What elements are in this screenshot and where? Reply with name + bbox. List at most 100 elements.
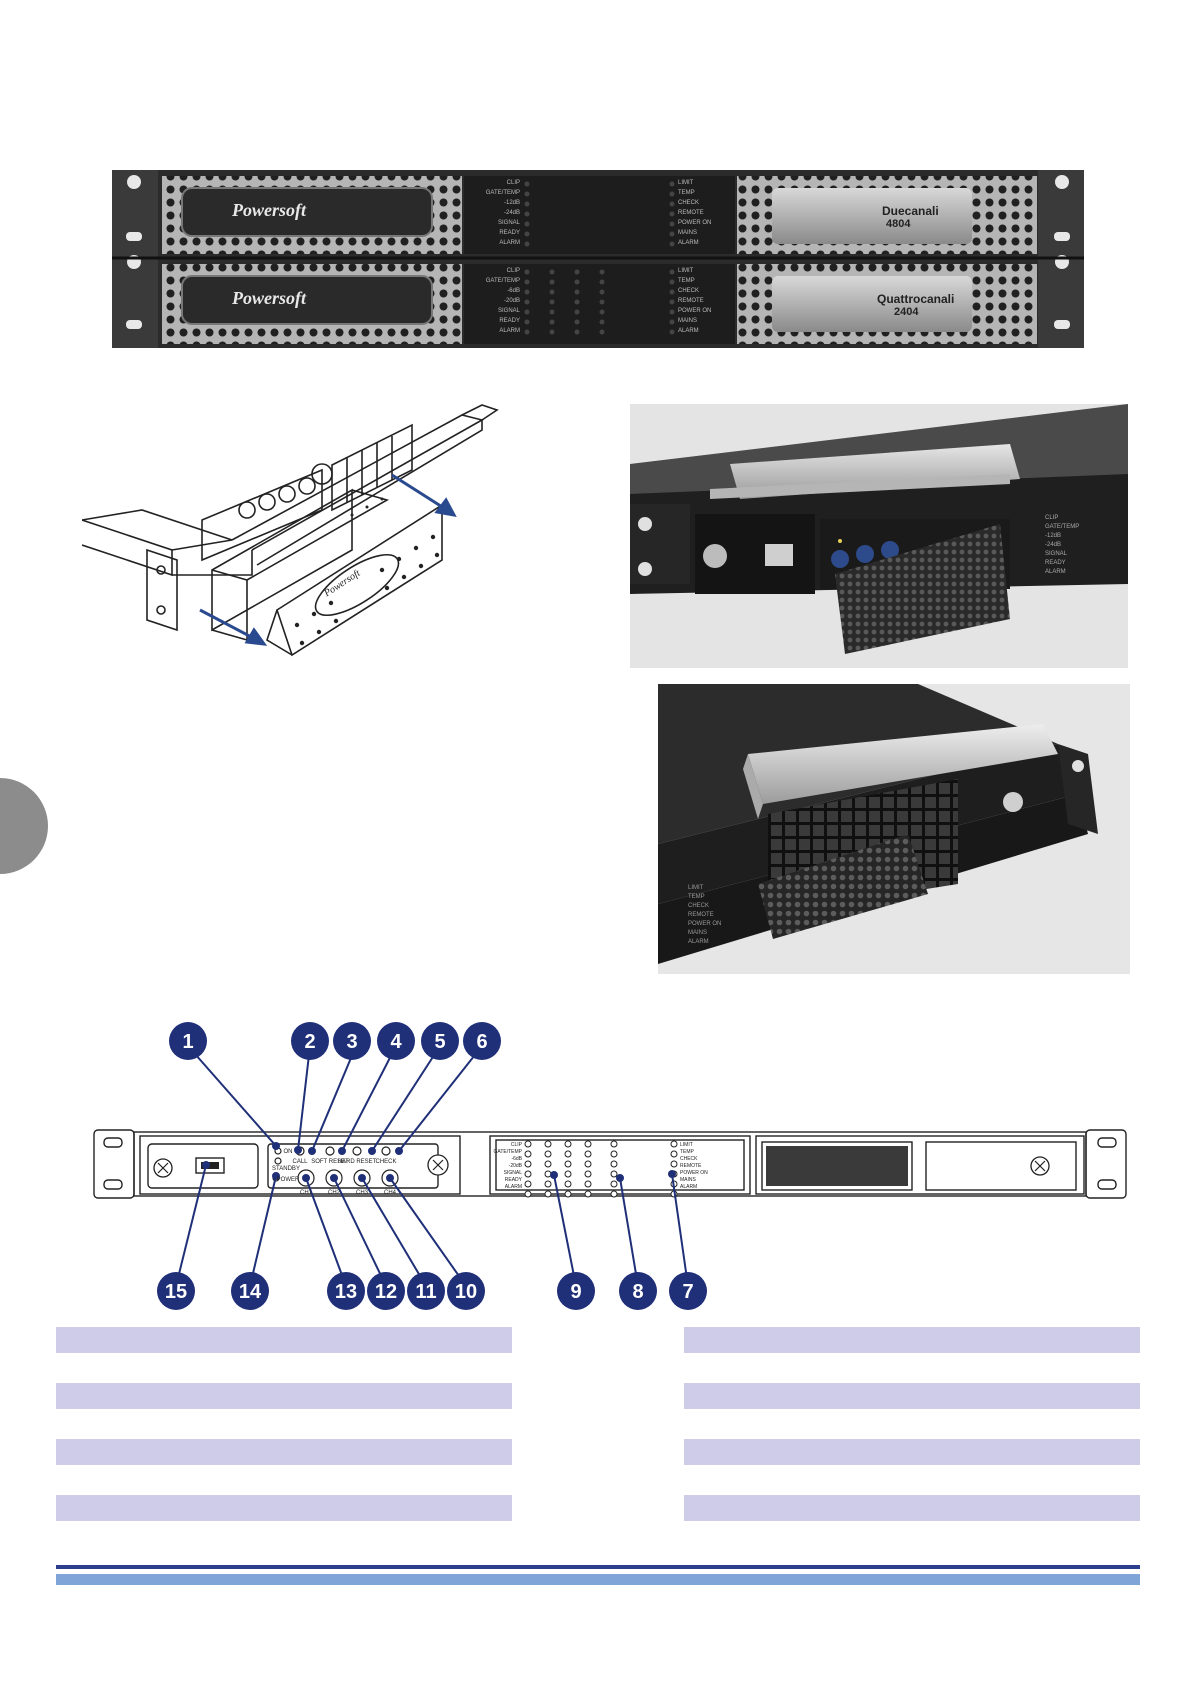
callout-6: 6 [476, 1031, 487, 1053]
led-label: LIMIT [680, 1142, 693, 1148]
bottom-unit-model-name: Quattrocanali [877, 292, 955, 306]
legend-band-left-2 [56, 1383, 512, 1409]
callout-8: 8 [632, 1281, 643, 1303]
top-unit-left-led-labels: CLIP GATE/TEMP -12dB -24dB SIGNAL READY … [472, 178, 520, 248]
callout-10: 10 [455, 1281, 477, 1303]
front-panel-svg: 1 2 3 4 5 6 15 14 13 12 11 10 9 8 7 ON S… [93, 1022, 1127, 1310]
led-label: TEMP [678, 190, 695, 196]
callout-3: 3 [346, 1031, 357, 1053]
led-label: TEMP [688, 894, 705, 900]
led-label: MAINS [678, 318, 698, 324]
legend-band-left-4 [56, 1495, 512, 1521]
led-label: READY [505, 1177, 523, 1183]
led-label: CLIP [511, 1142, 523, 1148]
footer-rule-dark [56, 1565, 1140, 1569]
led-label: TEMP [680, 1149, 695, 1155]
on-label: ON [284, 1149, 293, 1155]
led-label: LIMIT [678, 268, 694, 274]
led-label: CHECK [678, 288, 700, 294]
callout-2: 2 [304, 1031, 315, 1053]
ch2-label: CH2 [328, 1190, 341, 1196]
ch4-label: CH4 [384, 1190, 397, 1196]
legend-band-left-3 [56, 1439, 512, 1465]
bottom-unit-left-led-labels: CLIP GATE/TEMP -6dB -20dB SIGNAL READY A… [472, 266, 520, 336]
hard-reset-label: HARD RESET [338, 1159, 377, 1165]
led-label: -20dB [503, 298, 520, 304]
callout-5: 5 [434, 1031, 445, 1053]
led-label: ALARM [680, 1184, 697, 1190]
led-label: -6dB [507, 288, 520, 294]
bottom-unit-model-number: 2404 [894, 306, 919, 318]
led-label: SIGNAL [504, 1170, 523, 1176]
led-label: TEMP [678, 278, 695, 284]
led-label: READY [499, 230, 520, 236]
ch3-label: CH3 [356, 1190, 369, 1196]
led-label: -20dB [509, 1163, 523, 1169]
callout-11: 11 [415, 1281, 436, 1303]
callout-1: 1 [182, 1031, 193, 1053]
callout-14: 14 [239, 1281, 262, 1303]
standby-label: STANDBY [272, 1166, 300, 1172]
filter-photo-front: CLIP GATE/TEMP -12dB -24dB SIGNAL READY … [630, 404, 1128, 668]
legend-band-right-3 [684, 1439, 1140, 1465]
bottom-unit-right-led-labels: LIMIT TEMP CHECK REMOTE POWER ON MAINS A… [678, 266, 728, 336]
top-unit-model-name: Duecanali [882, 204, 939, 218]
legend-band-left-1 [56, 1327, 512, 1353]
led-label: CHECK [680, 1156, 698, 1162]
bottom-unit-brand: Powersoft [232, 288, 306, 308]
callout-13: 13 [335, 1281, 357, 1303]
led-label: GATE/TEMP [485, 278, 520, 284]
led-label: SIGNAL [497, 308, 520, 314]
led-label: -24dB [1045, 542, 1062, 548]
callout-9: 9 [570, 1281, 581, 1303]
led-label: -12dB [503, 200, 520, 206]
led-label: CHECK [688, 903, 710, 909]
led-label: POWER ON [680, 1170, 708, 1176]
led-label: ALARM [505, 1184, 522, 1190]
led-label: READY [1045, 560, 1066, 566]
led-label: POWER ON [678, 220, 712, 226]
photo-front-led-labels: CLIP GATE/TEMP -12dB -24dB SIGNAL READY … [1045, 514, 1079, 577]
footer-rule-light [56, 1574, 1140, 1585]
filter-removal-drawing: Powersoft [82, 400, 502, 700]
top-unit-model-number: 4804 [886, 218, 911, 230]
callout-4: 4 [390, 1031, 402, 1053]
callout-12: 12 [375, 1281, 397, 1303]
led-label: ALARM [678, 240, 699, 246]
led-label: POWER ON [678, 308, 712, 314]
led-label: CLIP [1045, 515, 1059, 521]
led-label: MAINS [680, 1177, 697, 1183]
led-label: GATE/TEMP [1045, 524, 1080, 530]
led-label: -12dB [1045, 533, 1062, 539]
rack-photo: Powersoft Powersoft Duecanali 4804 Quatt… [112, 170, 1084, 348]
legend-band-right-1 [684, 1327, 1140, 1353]
led-label: MAINS [688, 930, 708, 936]
side-tab [0, 778, 48, 874]
filter-photo-side: LIMIT TEMP CHECK REMOTE POWER ON MAINS A… [658, 684, 1130, 974]
ch1-label: CH1 [300, 1190, 313, 1196]
led-label: LIMIT [688, 885, 704, 891]
led-label: CLIP [506, 268, 520, 274]
led-label: ALARM [678, 328, 699, 334]
led-label: REMOTE [688, 912, 714, 918]
led-label: ALARM [499, 240, 520, 246]
led-label: REMOTE [678, 298, 704, 304]
led-label: GATE/TEMP [485, 190, 520, 196]
callout-15: 15 [165, 1281, 187, 1303]
top-unit-right-led-labels: LIMIT TEMP CHECK REMOTE POWER ON MAINS A… [678, 178, 728, 248]
legend-band-right-2 [684, 1383, 1140, 1409]
led-label: POWER ON [688, 921, 722, 927]
led-label: REMOTE [678, 210, 704, 216]
led-label: SIGNAL [1045, 551, 1068, 557]
led-label: ALARM [1045, 569, 1066, 575]
call-label: CALL [292, 1159, 308, 1165]
callout-7: 7 [682, 1281, 693, 1303]
legend-band-right-4 [684, 1495, 1140, 1521]
led-label: LIMIT [678, 180, 694, 186]
top-unit-brand: Powersoft [232, 200, 306, 220]
led-label: -6dB [511, 1156, 522, 1162]
check-label: CHECK [375, 1159, 396, 1165]
led-label: GATE/TEMP [493, 1149, 522, 1155]
power-label: POWER [277, 1177, 300, 1183]
led-label: MAINS [678, 230, 698, 236]
